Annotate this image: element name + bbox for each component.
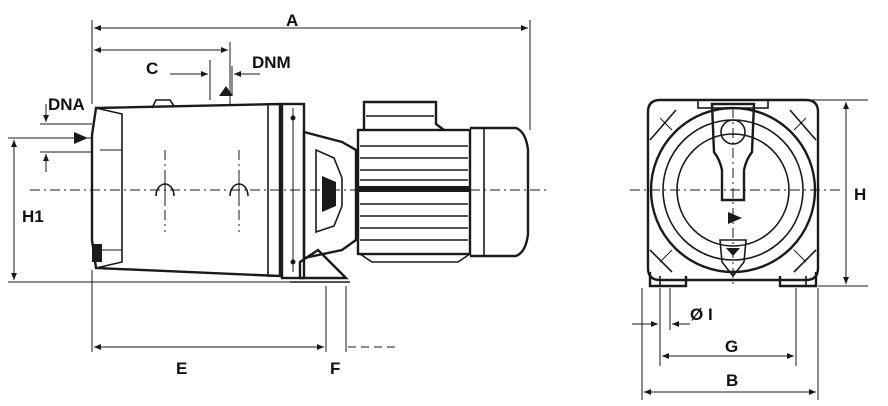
side-view-dimensions: A C DNM DNA H1 E F <box>8 11 531 378</box>
dimension-A-label: A <box>286 11 298 30</box>
terminal-box <box>362 100 445 131</box>
dimension-E-label: E <box>176 359 187 378</box>
discharge-flow-arrow <box>219 86 233 96</box>
dimension-DNM-label: DNM <box>252 53 291 72</box>
motor-cooling-fins <box>358 145 470 241</box>
fill-plug <box>151 99 175 109</box>
dimension-C-label: C <box>146 59 158 78</box>
dimension-H-label: H <box>854 185 866 204</box>
front-view-dimensions: H Ø I G B <box>632 99 868 400</box>
front-drain-boss <box>719 239 747 278</box>
discharge-port <box>710 102 756 202</box>
drain-plug <box>92 244 102 262</box>
side-view <box>30 99 548 283</box>
dimension-H1-label: H1 <box>22 207 44 226</box>
dimension-DNA-label: DNA <box>48 95 85 114</box>
front-view <box>630 98 840 288</box>
dimension-phi-I-label: Ø I <box>690 305 713 324</box>
fan-cover <box>470 126 530 258</box>
pump-foot <box>298 248 349 280</box>
dimension-G-label: G <box>725 337 738 356</box>
dimension-F-label: F <box>330 359 340 378</box>
dimension-B-label: B <box>726 371 738 390</box>
